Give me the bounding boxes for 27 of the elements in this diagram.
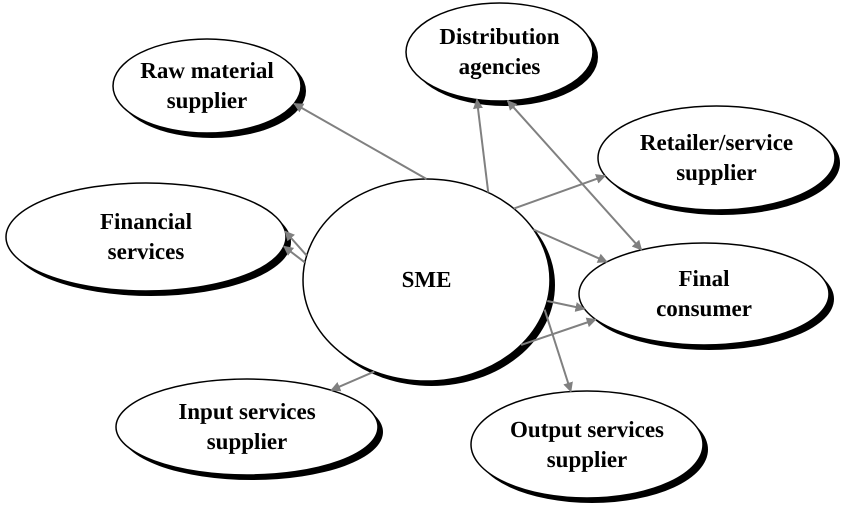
ellipse-node bbox=[302, 178, 557, 388]
ellipse-node bbox=[578, 242, 836, 352]
ellipse-node bbox=[115, 378, 385, 482]
ellipse-node bbox=[5, 182, 293, 298]
arrow bbox=[547, 300, 586, 312]
arrow bbox=[284, 230, 308, 256]
arrow bbox=[473, 98, 490, 193]
node-label: SME bbox=[402, 266, 452, 294]
ellipse-node bbox=[597, 105, 842, 217]
ellipse-node bbox=[470, 390, 710, 505]
arrow bbox=[506, 100, 642, 251]
arrow bbox=[520, 318, 597, 346]
ellipse-node bbox=[112, 38, 308, 140]
arrow bbox=[330, 370, 375, 392]
node-label: Financial services bbox=[98, 208, 193, 266]
arrow bbox=[533, 228, 608, 263]
node-label: Output services supplier bbox=[509, 416, 665, 474]
arrow bbox=[293, 102, 427, 180]
arrow bbox=[283, 246, 306, 264]
node-label: Input services supplier bbox=[177, 398, 317, 456]
node-label: Distribution agencies bbox=[438, 23, 561, 82]
arrow bbox=[514, 174, 606, 210]
arrow bbox=[544, 309, 573, 392]
ellipse-node bbox=[405, 2, 600, 108]
node-label: Final consumer bbox=[655, 265, 753, 323]
node-label: Retailer/service supplier bbox=[638, 129, 794, 187]
node-label: Raw material supplier bbox=[139, 57, 275, 115]
